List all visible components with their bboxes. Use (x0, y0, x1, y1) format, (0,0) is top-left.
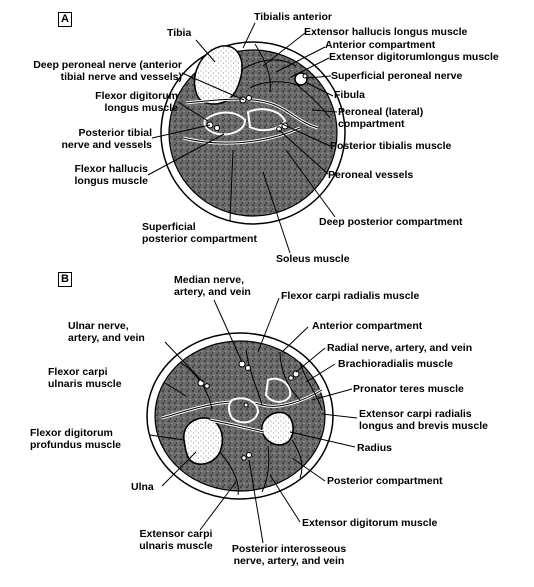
label-superficial-peroneal: Superficial peroneal nerve (331, 70, 463, 82)
panel-b-tag: B (58, 272, 72, 287)
label-ulna: Ulna (131, 481, 154, 493)
leg-fascia (168, 49, 338, 217)
label-flexor-carpi-ulnaris: Flexor carpi ulnaris muscle (48, 366, 122, 390)
label-extensor-hallucis: Extensor hallucis longus muscle (304, 26, 468, 38)
pronator-shape (264, 377, 292, 403)
panel-a-tag: A (58, 12, 72, 27)
label-tibia: Tibia (167, 27, 192, 39)
label-posterior-tibial-nerve: Posterior tibial nerve and vessels (61, 127, 152, 151)
label-deep-peroneal: Deep peroneal nerve (anterior tibial ner… (33, 59, 182, 83)
label-extensor-carpi-ulnaris: Extensor carpi ulnaris muscle (139, 528, 213, 552)
label-anterior-compartment-b: Anterior compartment (312, 320, 423, 332)
label-median-nerve: Median nerve, artery, and vein (174, 274, 251, 298)
label-deep-posterior: Deep posterior compartment (319, 216, 463, 228)
label-pronator-teres: Pronator teres muscle (353, 383, 464, 395)
label-peroneal-compartment: Peroneal (lateral) compartment (338, 106, 424, 130)
tibia-bone (193, 45, 243, 105)
label-peroneal-vessels: Peroneal vessels (328, 169, 414, 181)
label-extensor-digitorum: Extensor digitorum muscle (302, 517, 438, 529)
posterior-tibialis-shape (246, 108, 287, 132)
forearm-cross-section (146, 297, 358, 544)
label-tibialis-anterior: Tibialis anterior (254, 11, 332, 23)
label-ulnar-nerve: Ulnar nerve, artery, and vein (68, 320, 145, 344)
label-flexor-hallucis: Flexor hallucis longus muscle (74, 163, 148, 187)
label-extensor-digitorum-longus: Extensor digitorumlongus muscle (329, 51, 499, 63)
fdp-shape (228, 397, 260, 424)
label-posterior-tibialis: Posterior tibialis muscle (330, 140, 452, 152)
label-extensor-carpi-radialis: Extensor carpi radialis longus and brevi… (359, 408, 488, 432)
ulna-bone (183, 417, 224, 465)
label-flexor-digitorum-longus: Flexor digitorum longus muscle (95, 90, 178, 114)
label-posterior-interosseous: Posterior interosseous nerve, artery, an… (231, 543, 347, 567)
label-flexor-carpi-radialis: Flexor carpi radialis muscle (281, 290, 420, 302)
label-anterior-compartment-a: Anterior compartment (325, 39, 436, 51)
label-brachioradialis: Brachioradialis muscle (338, 358, 453, 370)
label-soleus: Soleus muscle (276, 253, 350, 265)
leg-cross-section (147, 22, 346, 254)
label-flexor-digitorum-profundus: Flexor digitorum profundus muscle (30, 427, 122, 451)
label-fibula: Fibula (334, 89, 365, 101)
label-posterior-compartment: Posterior compartment (327, 475, 443, 487)
label-radius: Radius (357, 442, 393, 454)
label-radial-nerve: Radial nerve, artery, and vein (327, 342, 473, 354)
label-superficial-posterior: Superficial posterior compartment (142, 221, 257, 245)
radius-bone (261, 411, 294, 446)
